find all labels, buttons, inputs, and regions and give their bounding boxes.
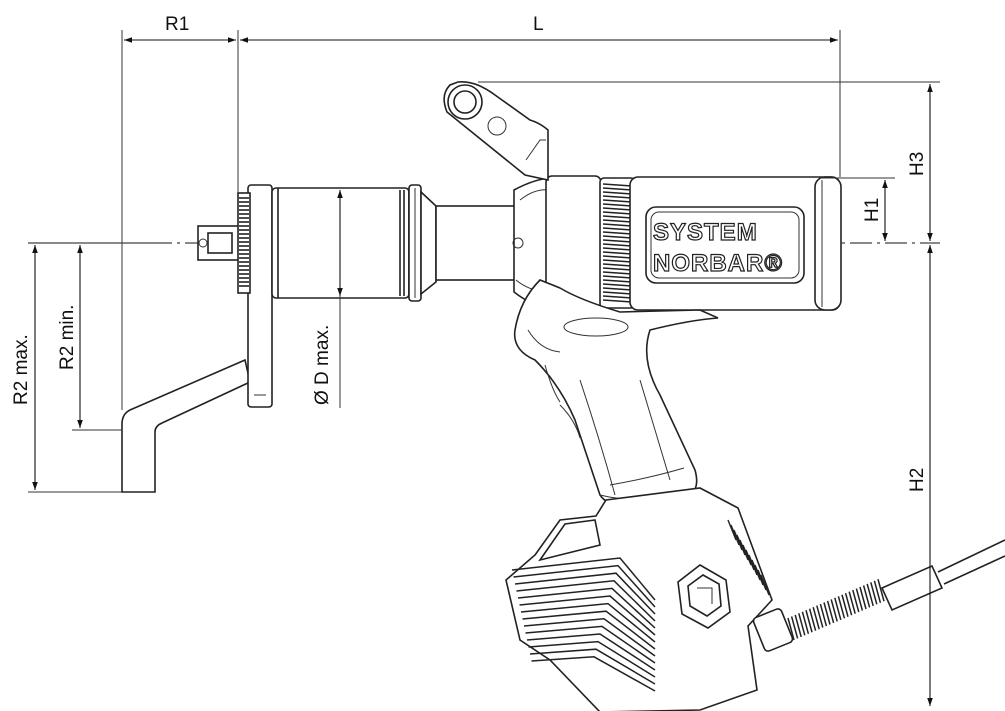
pistol-grip [513, 279, 719, 508]
tool-body [512, 175, 602, 310]
r2-min-label: R2 min. [57, 305, 78, 370]
h3-label: H3 [907, 152, 928, 176]
spline-ring [237, 192, 251, 294]
logo-norbar-text: NORBAR® [653, 250, 783, 277]
r1-label: R1 [165, 14, 189, 35]
lifting-handle [443, 80, 549, 181]
r2-max-label: R2 max. [11, 334, 32, 405]
h1-label: H1 [862, 198, 883, 222]
motor-fins [599, 177, 636, 309]
square-drive [197, 225, 241, 261]
logo-system-text: SYSTEM [653, 219, 758, 246]
motor-cylinder: SYSTEM NORBAR® [629, 176, 842, 311]
controller-base [505, 487, 773, 711]
h2-label: H2 [907, 468, 928, 492]
d-max-label: Ø D max. [312, 325, 333, 405]
l-label: L [533, 14, 544, 35]
power-cable [752, 539, 1005, 652]
gearbox [271, 184, 517, 302]
